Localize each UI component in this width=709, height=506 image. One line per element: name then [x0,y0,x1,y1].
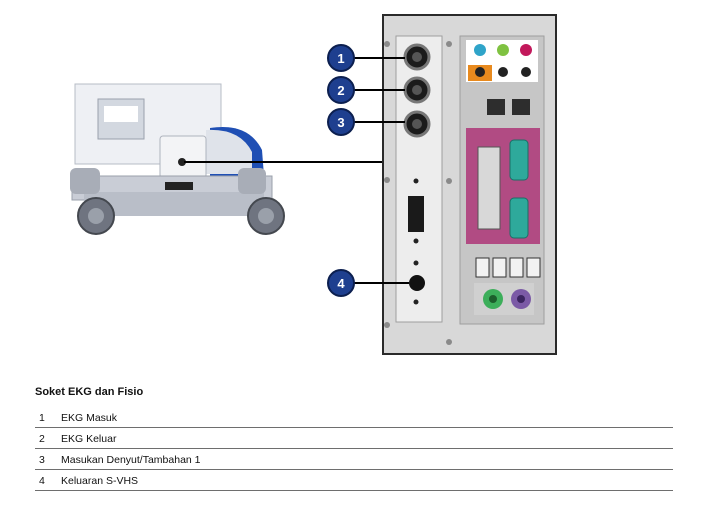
ekg-in-socket [403,43,431,71]
pulse-aux-socket [403,110,431,138]
legend-row: 1 EKG Masuk [35,407,673,428]
legend-row: 2 EKG Keluar [35,428,673,449]
callout-3: 3 [327,108,405,136]
legend-row-label: EKG Keluar [61,433,117,445]
legend-row-label: Keluaran S-VHS [61,475,139,487]
legend-table: Soket EKG dan Fisio 1 EKG Masuk 2 EKG Ke… [35,386,673,491]
legend-row-label: EKG Masuk [61,412,118,424]
legend-row-number: 1 [39,412,45,424]
legend-row: 3 Masukan Denyut/Tambahan 1 [35,449,673,470]
ekg-out-socket [403,76,431,104]
legend-row-number: 4 [39,475,45,487]
cart-wheel [238,168,285,235]
callout-4: 4 [327,269,409,297]
callout-number: 2 [337,83,344,98]
equipment-illustration: 1 2 3 4 [70,14,557,355]
callout-number: 1 [337,51,344,66]
callout-number: 4 [337,276,345,291]
svhs-socket [409,275,425,291]
cart-wheel [70,168,115,235]
legend-row-number: 2 [39,433,45,445]
legend-row-number: 3 [39,454,45,466]
connector-panel [382,14,557,355]
callout-number: 3 [337,115,344,130]
callout-1: 1 [327,44,405,72]
callout-2: 2 [327,76,405,104]
legend-row: 4 Keluaran S-VHS [35,470,673,491]
dvi-port [408,196,424,232]
legend-row-label: Masukan Denyut/Tambahan 1 [61,454,201,466]
ultrasound-cart [70,83,285,235]
legend-title: Soket EKG dan Fisio [35,386,144,398]
